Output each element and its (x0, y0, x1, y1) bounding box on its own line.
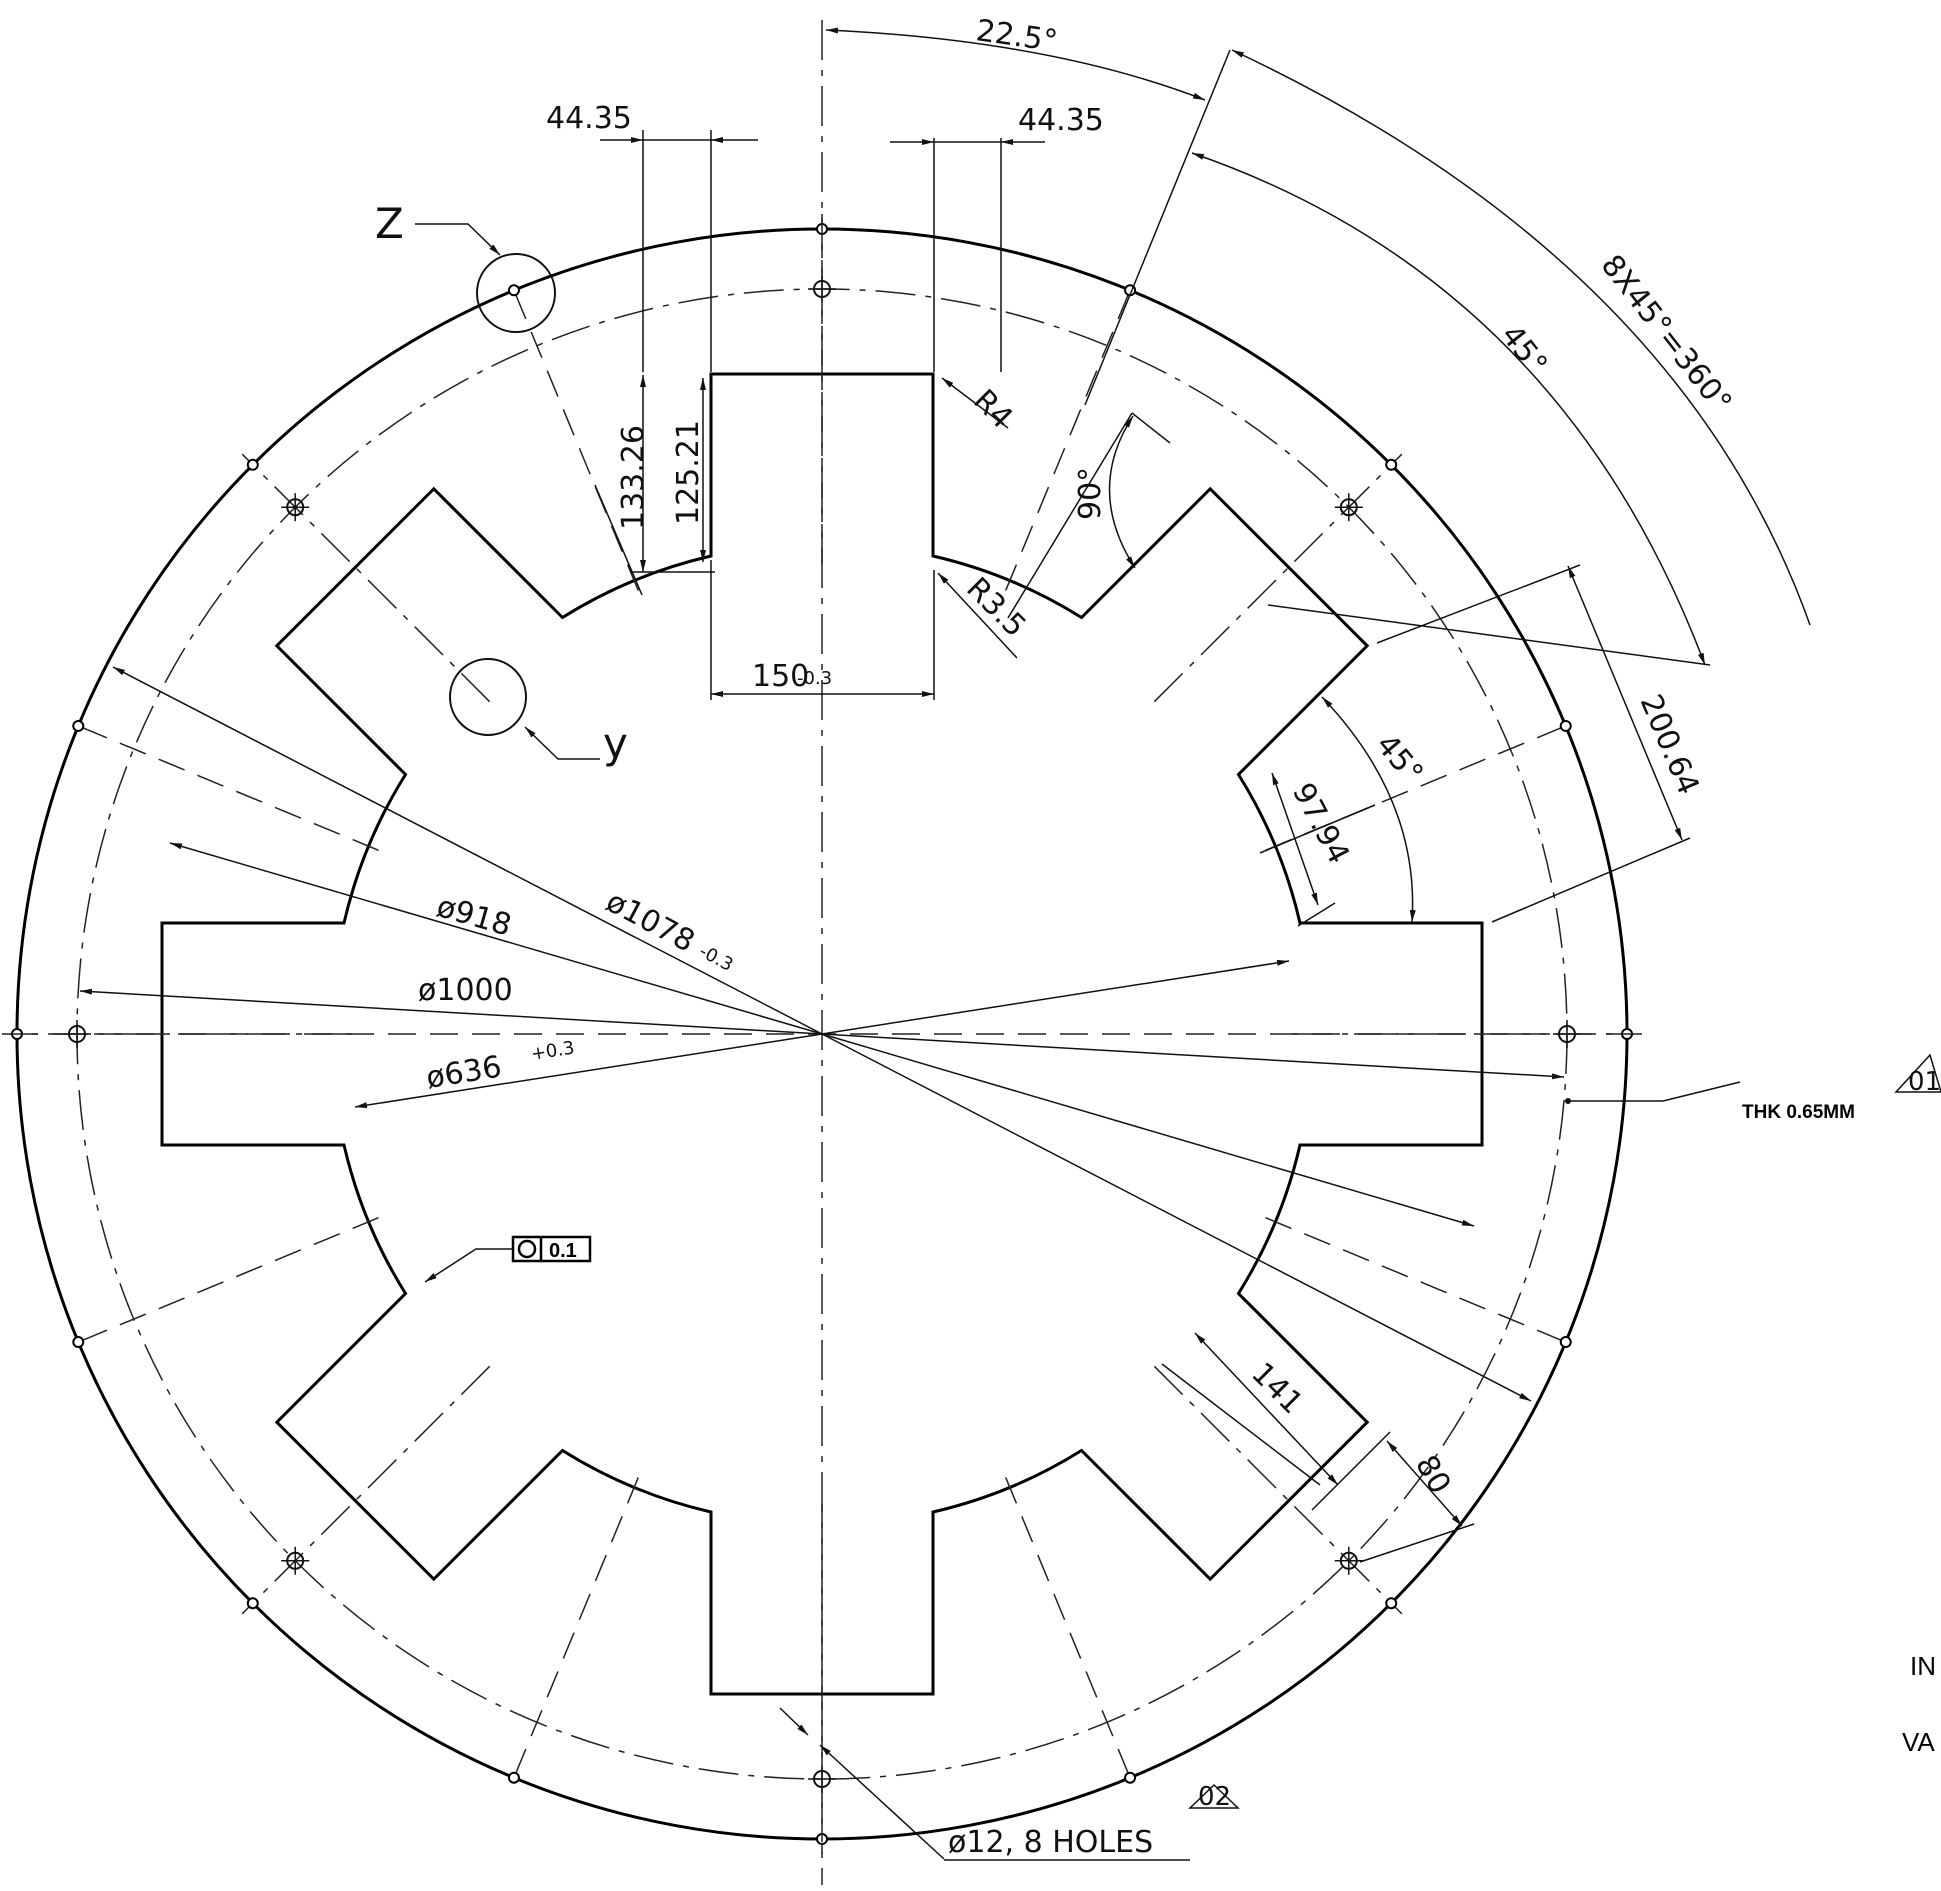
holes-leader-b (779, 1707, 809, 1736)
leader-r3-5 (937, 572, 1018, 659)
revision-02-label: 02 (1198, 1782, 1231, 1812)
tooth-center-line (1004, 1477, 1129, 1774)
angle-45-inner-arc (1321, 696, 1416, 923)
detail-y-label: y (603, 719, 628, 768)
slot-depth-125-label: 125.21 (671, 420, 706, 525)
detail-z-label: Z (375, 199, 404, 248)
tooth-center-line (515, 1477, 640, 1774)
outer-notch (1559, 1336, 1572, 1349)
outer-notch (1124, 1771, 1137, 1784)
angle-45-outer-label: 45° (1494, 318, 1554, 381)
detail-y-circle (449, 658, 527, 736)
holes-leader (819, 1744, 945, 1860)
detail-z-leader (415, 223, 501, 256)
holes-note: ø12, 8 HOLES (948, 1825, 1153, 1860)
outer-notch (246, 458, 259, 471)
ext-80-a (1311, 1431, 1391, 1511)
length-141-label: 141 (1244, 1356, 1309, 1421)
ext-200-b (1491, 837, 1691, 923)
angle-45-inner-label: 45° (1369, 728, 1430, 791)
dim-80-line (1386, 1440, 1463, 1527)
revision-triangle-02 (1188, 1783, 1240, 1809)
tooth-center-line (1004, 294, 1129, 591)
ext-80-b (1359, 1523, 1475, 1563)
angle-90-arc (1108, 415, 1136, 569)
dim-918-line-b (821, 1033, 1475, 1227)
outer-notch (72, 1336, 85, 1349)
dim-1078-line-b (821, 1033, 1532, 1402)
dim-200-line (1567, 565, 1683, 841)
tooth-center-line (82, 727, 379, 852)
outer-notch (72, 719, 85, 732)
ext-90-a (1007, 412, 1133, 619)
outer-notch (507, 284, 520, 297)
ext-97-b (1297, 902, 1336, 927)
circularity-leader (424, 1248, 513, 1283)
ext-45-radial-b (1267, 604, 1711, 666)
dia-1000-label: ø1000 (418, 973, 513, 1008)
angle-22-5-arc (825, 27, 1206, 101)
tooth-center-line (1265, 1216, 1562, 1341)
dim-97-line (1271, 772, 1319, 906)
angle-22-5-label: 22.5° (974, 13, 1060, 59)
detail-y-leader (524, 726, 600, 760)
dim-636-line (354, 1033, 823, 1109)
outer-notch (1559, 719, 1572, 732)
dim-1000-line-b (821, 1033, 1565, 1080)
radial-center-line (1153, 453, 1403, 703)
leader-r4 (941, 377, 1009, 429)
outer-notch (1385, 1597, 1398, 1610)
tooth-center-line (515, 294, 640, 591)
ext-45-radial (1084, 49, 1231, 406)
thickness-note: THK 0.65MM (1742, 1102, 1855, 1123)
detail-z-circle (476, 253, 556, 333)
dia-636-tol: +0.3 (529, 1037, 575, 1065)
side-text-in: IN (1910, 1651, 1936, 1681)
side-text-va: VA (1902, 1727, 1935, 1757)
dia-1078-label: ø1078 (600, 884, 700, 959)
width-44-35-right-label: 44.35 (1018, 103, 1104, 138)
circularity-symbol-icon (517, 1239, 537, 1259)
circularity-value: 0.1 (549, 1240, 577, 1262)
dim-141-line (1194, 1332, 1339, 1486)
length-80-label: 80 (1408, 1450, 1457, 1501)
revision-triangle-01 (1894, 1053, 1941, 1093)
dim-918-line (169, 842, 823, 1035)
width-44-35-left-label: 44.35 (546, 101, 632, 136)
dia-1078-tol: -0.3 (696, 941, 737, 976)
dia-636-label: ø636 (424, 1050, 504, 1096)
dim-1000-line (79, 988, 823, 1035)
outer-notch (1385, 458, 1398, 471)
slot-width-150-tol: -0.3 (797, 668, 832, 689)
ext-200-a (1376, 564, 1581, 644)
outer-notch (246, 1597, 259, 1610)
thickness-leader-b (1662, 1081, 1741, 1102)
dia-918-label: ø918 (433, 889, 515, 943)
dim-1078-line (112, 666, 823, 1035)
length-200-64-label: 200.64 (1633, 689, 1706, 799)
slot-depth-133-label: 133.26 (616, 425, 651, 530)
revision-01-label: 01 (1908, 1067, 1941, 1097)
ext-125-slant (594, 484, 643, 596)
radial-center-line (241, 453, 491, 703)
length-97-94-label: 97.94 (1285, 777, 1356, 869)
radial-center-line (1153, 1365, 1403, 1615)
pattern-label: 8X45°=360° (1594, 248, 1739, 419)
outer-notch (507, 1771, 520, 1784)
angle-90-label: 90° (1073, 467, 1108, 520)
angle-45-outer-arc (1191, 152, 1706, 666)
radial-center-line (241, 1365, 491, 1615)
tooth-center-line (82, 1216, 379, 1341)
slot-width-150-label: 150 (752, 659, 809, 694)
ext-90-b (1131, 412, 1171, 444)
dim-636-line-b (821, 959, 1290, 1035)
slotted-inner-profile (160, 372, 1484, 1696)
thickness-leader-dot (1565, 1098, 1571, 1104)
radius-r4-label: R4 (966, 383, 1019, 436)
